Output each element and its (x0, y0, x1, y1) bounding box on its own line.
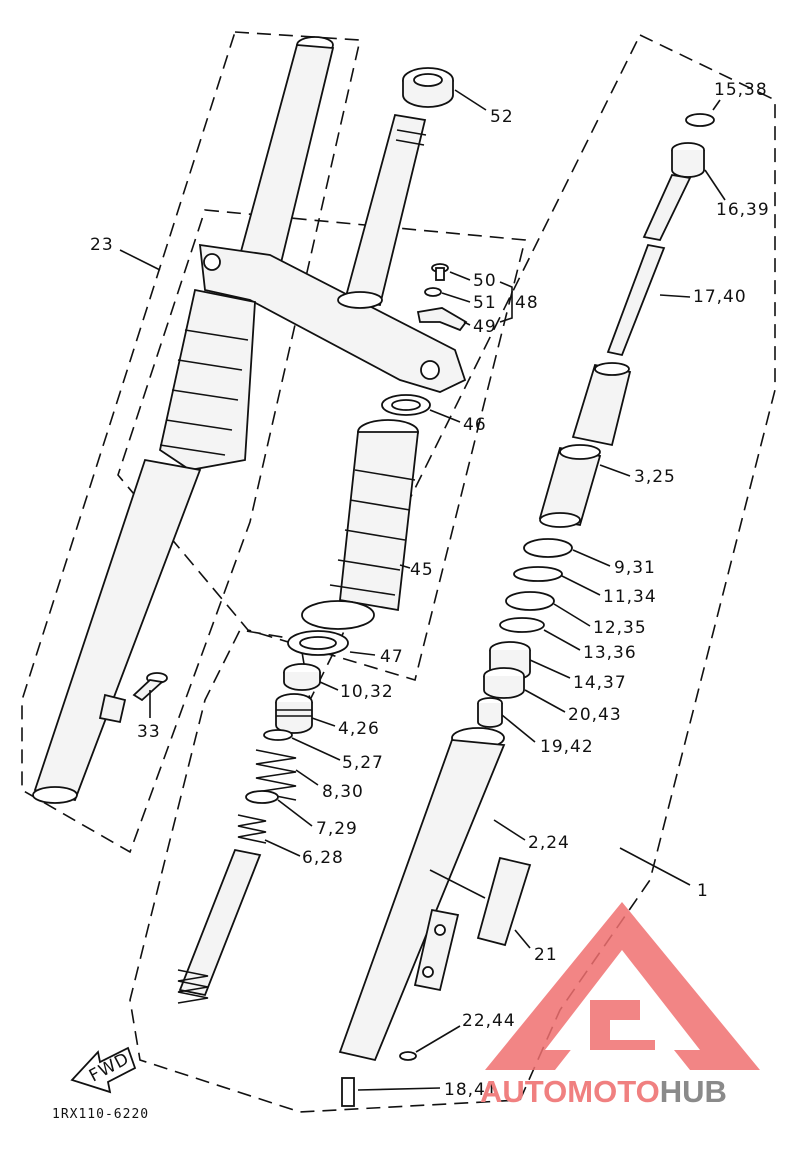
callout-20-43: 20,43 (568, 705, 622, 725)
watermark-logo-icon (485, 902, 760, 1070)
seal-9 (523, 538, 573, 558)
dust-boot-45 (301, 419, 420, 630)
callout-46: 46 (463, 415, 487, 435)
callout-6-28: 6,28 (302, 848, 344, 868)
callout-8-30: 8,30 (322, 782, 364, 802)
callout-51: 51 (473, 293, 497, 313)
callout-9-31: 9,31 (614, 558, 656, 578)
callout-14-37: 14,37 (573, 673, 627, 693)
callout-49: 49 (473, 317, 497, 337)
callout-15-38: 15,38 (714, 80, 768, 100)
guard-21 (476, 856, 532, 947)
fork-leg-assembly-boundary (21, 31, 361, 854)
steering-stem (337, 113, 427, 309)
callout-21: 21 (534, 945, 558, 965)
callout-5-27: 5,27 (342, 753, 384, 773)
clip-11 (513, 566, 563, 582)
clamp-49 (416, 307, 468, 332)
o-ring-5 (263, 729, 293, 741)
callout-4-26: 4,26 (338, 719, 380, 739)
callout-7-29: 7,29 (316, 819, 358, 839)
watermark-auto: AUTO (480, 1074, 567, 1109)
callout-1: 1 (697, 881, 709, 901)
drain-bolt-18 (341, 1077, 355, 1107)
diagram-code: 1RX110-6220 (52, 1107, 149, 1122)
outer-tube-2 (338, 727, 506, 1062)
damper-piece-19 (477, 697, 503, 728)
watermark-text: AUTOMOTOHUB (480, 1074, 727, 1109)
adjuster-4 (275, 693, 313, 734)
seal-47 (287, 630, 349, 656)
bolt-33 (132, 672, 168, 702)
leader-lines (119, 89, 726, 1091)
cap-10 (283, 663, 321, 691)
spring-seat-16 (671, 142, 705, 178)
inner-tube-3 (538, 362, 632, 528)
callout-16-39: 16,39 (716, 200, 770, 220)
callout-12-35: 12,35 (593, 618, 647, 638)
callout-47: 47 (380, 647, 404, 667)
washer-13 (499, 617, 545, 633)
oil-seal-46 (381, 394, 431, 416)
washer-51 (424, 287, 442, 297)
callout-45: 45 (410, 560, 434, 580)
watermark-hub: HUB (660, 1074, 727, 1109)
bushing-20 (483, 667, 525, 699)
oil-seal-12 (505, 591, 555, 611)
rod-17 (606, 173, 692, 357)
callout-2-24: 2,24 (528, 833, 570, 853)
inner-tube-group-boundary (129, 33, 776, 1113)
cap-bolt-15 (685, 113, 715, 127)
callout-10-32: 10,32 (340, 682, 394, 702)
callout-11-34: 11,34 (603, 587, 657, 607)
callout-17-40: 17,40 (693, 287, 747, 307)
svg-text:AUTOMOTOHUB: AUTOMOTOHUB (480, 1074, 727, 1109)
forward-arrow-icon: FWD (70, 1046, 137, 1094)
callout-13-36: 13,36 (583, 643, 637, 663)
bearing-52 (402, 67, 454, 108)
callout-19-42: 19,42 (540, 737, 594, 757)
callout-50: 50 (473, 271, 497, 291)
callout-18-41: 18,41 (444, 1080, 498, 1100)
callout-33: 33 (137, 722, 161, 742)
callout-52: 52 (490, 107, 514, 127)
callout-48: 48 (515, 293, 539, 313)
fork-leg-assembly (32, 36, 467, 804)
bolt-22 (399, 1051, 417, 1061)
callout-3-25: 3,25 (634, 467, 676, 487)
bolt-50 (431, 263, 449, 281)
collar-7 (245, 790, 279, 804)
callout-22-44: 22,44 (462, 1011, 516, 1031)
callout-23: 23 (90, 235, 114, 255)
damper-rod-6 (177, 814, 267, 1004)
watermark-moto: MOTO (567, 1074, 659, 1109)
